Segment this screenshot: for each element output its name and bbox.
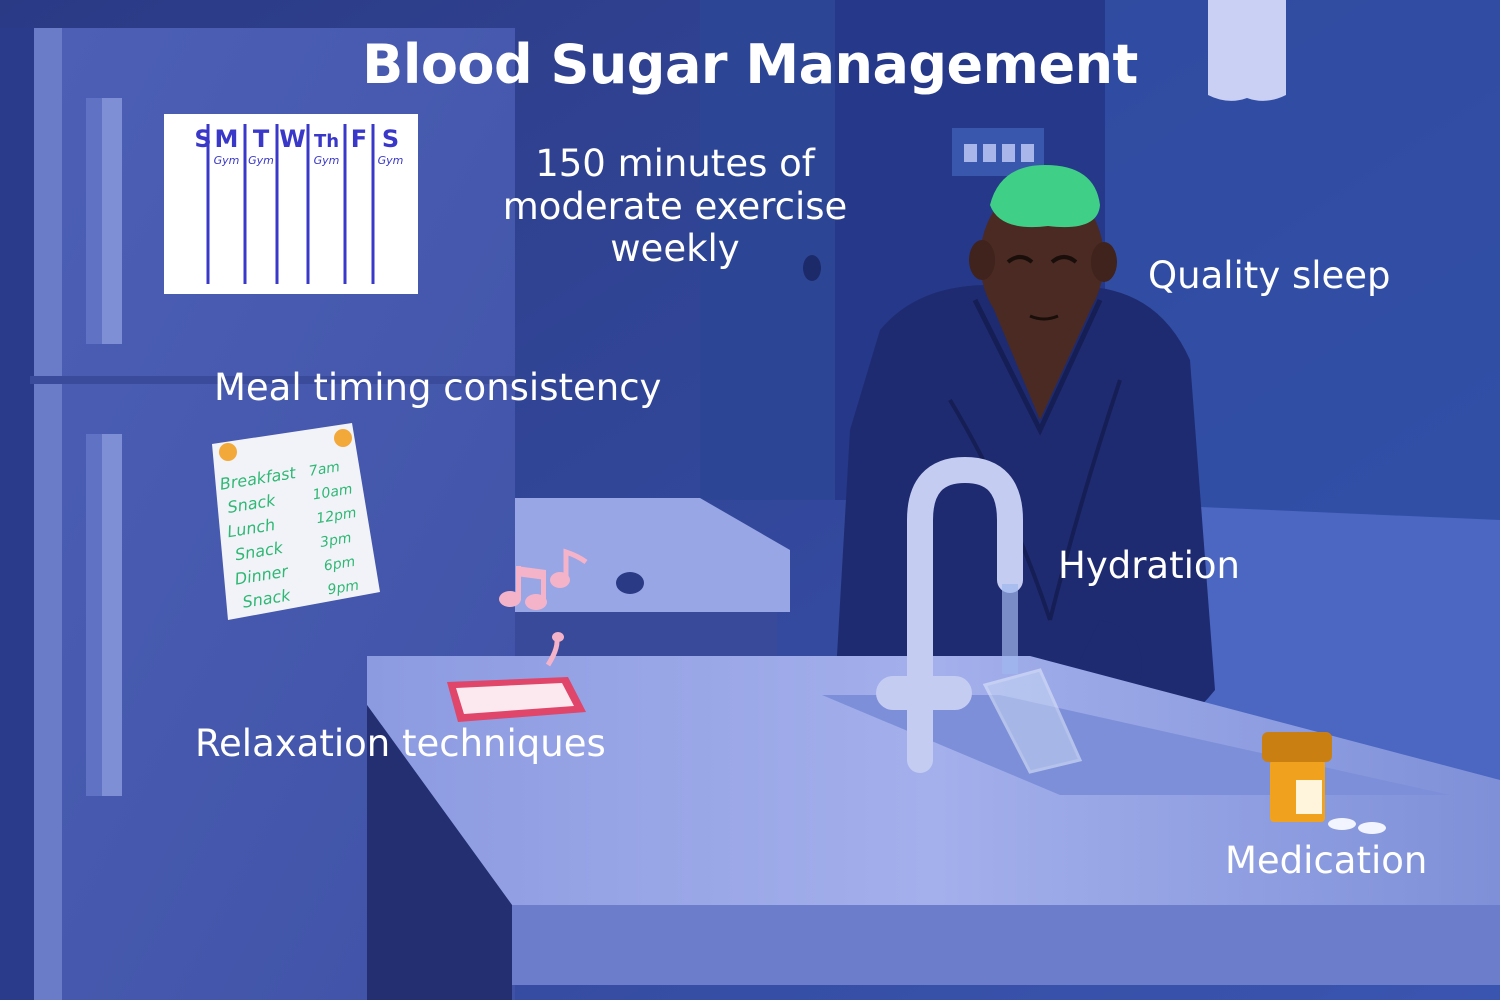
back-counter-top (515, 498, 790, 612)
meal-timing-label: Meal timing consistency (214, 366, 662, 409)
exercise-label: 150 minutes of moderate exercise weekly (502, 142, 848, 271)
counter-front (512, 905, 1500, 985)
water-stream (1002, 584, 1018, 674)
calendar-note: Gym (378, 154, 404, 167)
calendar-day: S (194, 125, 211, 153)
medication-label: Medication (1225, 839, 1428, 882)
calendar-note: Gym (248, 154, 274, 167)
relaxation-label: Relaxation techniques (195, 722, 606, 765)
calendar-note: Gym (314, 154, 340, 167)
ear-right (1091, 242, 1117, 282)
calendar-day: F (351, 125, 367, 153)
main-counter-top (367, 656, 1500, 905)
fridge-side (0, 28, 34, 1000)
counter-side (367, 705, 512, 1000)
hydration-label: Hydration (1058, 544, 1240, 587)
meal-time: 9pm (327, 578, 361, 599)
doorway (700, 0, 860, 500)
meal-time: 10am (312, 481, 354, 503)
page-title: Blood Sugar Management (362, 33, 1138, 96)
glass (982, 668, 1083, 774)
stove-knob (616, 572, 644, 594)
pill (1328, 818, 1356, 830)
calendar-day: Th (314, 131, 339, 152)
meal-time: 12pm (315, 505, 357, 527)
pin-icon (334, 429, 352, 447)
meal-time: 7am (308, 459, 341, 480)
faucet (907, 456, 1023, 773)
calendar-day: M (215, 125, 239, 153)
music-notes (499, 548, 588, 667)
fridge-divider (30, 376, 515, 384)
meal-time: 3pm (319, 530, 353, 551)
calendar-day: S (382, 125, 399, 153)
sleep-label: Quality sleep (1148, 254, 1391, 297)
sleep-mask (990, 165, 1100, 228)
pill (1358, 822, 1386, 834)
calendar-day: W (279, 125, 305, 153)
meal-time: 6pm (323, 554, 357, 575)
pill-bottle-cap (1262, 732, 1332, 762)
ear-left (969, 240, 995, 280)
calendar-note: Gym (214, 154, 240, 167)
ceiling-lamp (1208, 0, 1286, 101)
door-knob (803, 255, 821, 281)
pin-icon (219, 443, 237, 461)
calendar-day: T (253, 125, 270, 153)
